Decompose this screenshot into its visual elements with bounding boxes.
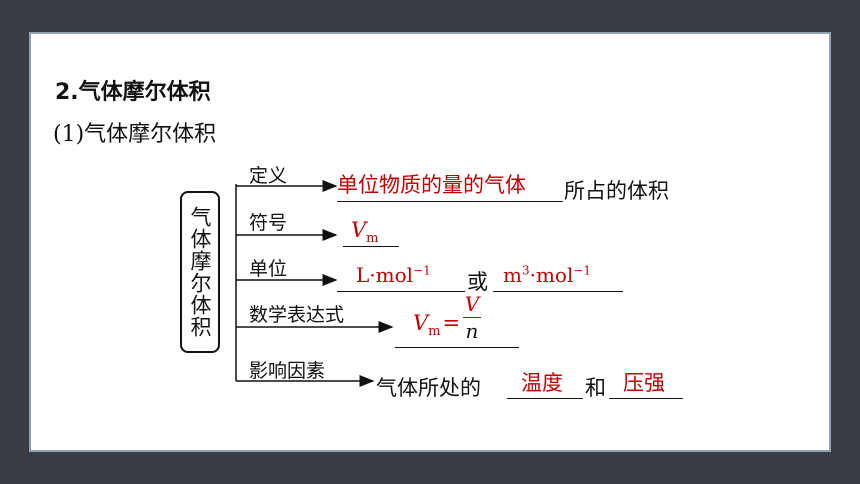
content-frame: 2.气体摩尔体积 (1)气体摩尔体积 气体摩尔体积 定义 单位物质的量的气体 所… <box>29 32 831 452</box>
answer-unit-2: m3·mol−1 <box>503 263 592 287</box>
unit-connector: 或 <box>467 270 488 294</box>
formula-numerator: V <box>464 292 480 316</box>
blank-unit-1 <box>337 291 465 292</box>
blank-formula <box>395 347 519 348</box>
answer-unit-1: L·mol−1 <box>356 263 431 287</box>
formula-denominator: n <box>465 319 479 343</box>
blank-factor-2 <box>609 398 683 399</box>
factors-prefix: 气体所处的 <box>376 376 481 400</box>
label-formula: 数学表达式 <box>249 304 345 326</box>
formula-lhs: Vm= <box>413 311 461 340</box>
label-symbol: 符号 <box>249 212 288 234</box>
bracket-diagram <box>235 180 394 387</box>
label-factors: 影响因素 <box>249 360 326 382</box>
label-definition: 定义 <box>249 165 288 187</box>
formula-fraction: V n <box>463 292 481 343</box>
blank-definition <box>337 201 563 202</box>
definition-suffix: 所占的体积 <box>564 179 669 203</box>
label-unit: 单位 <box>249 258 288 280</box>
blank-unit-2 <box>493 291 623 292</box>
blank-factor-1 <box>507 398 583 399</box>
concept-box: 气体摩尔体积 <box>180 191 220 353</box>
answer-factor-1: 温度 <box>521 371 563 395</box>
concept-box-label: 气体摩尔体积 <box>188 206 212 338</box>
answer-symbol: Vm <box>351 218 379 247</box>
blank-symbol <box>343 246 399 247</box>
section-title: 2.气体摩尔体积 <box>55 80 211 105</box>
subsection-title: (1)气体摩尔体积 <box>53 122 217 147</box>
answer-definition: 单位物质的量的气体 <box>337 173 526 197</box>
answer-factor-2: 压强 <box>623 371 665 395</box>
factors-connector: 和 <box>585 376 606 400</box>
